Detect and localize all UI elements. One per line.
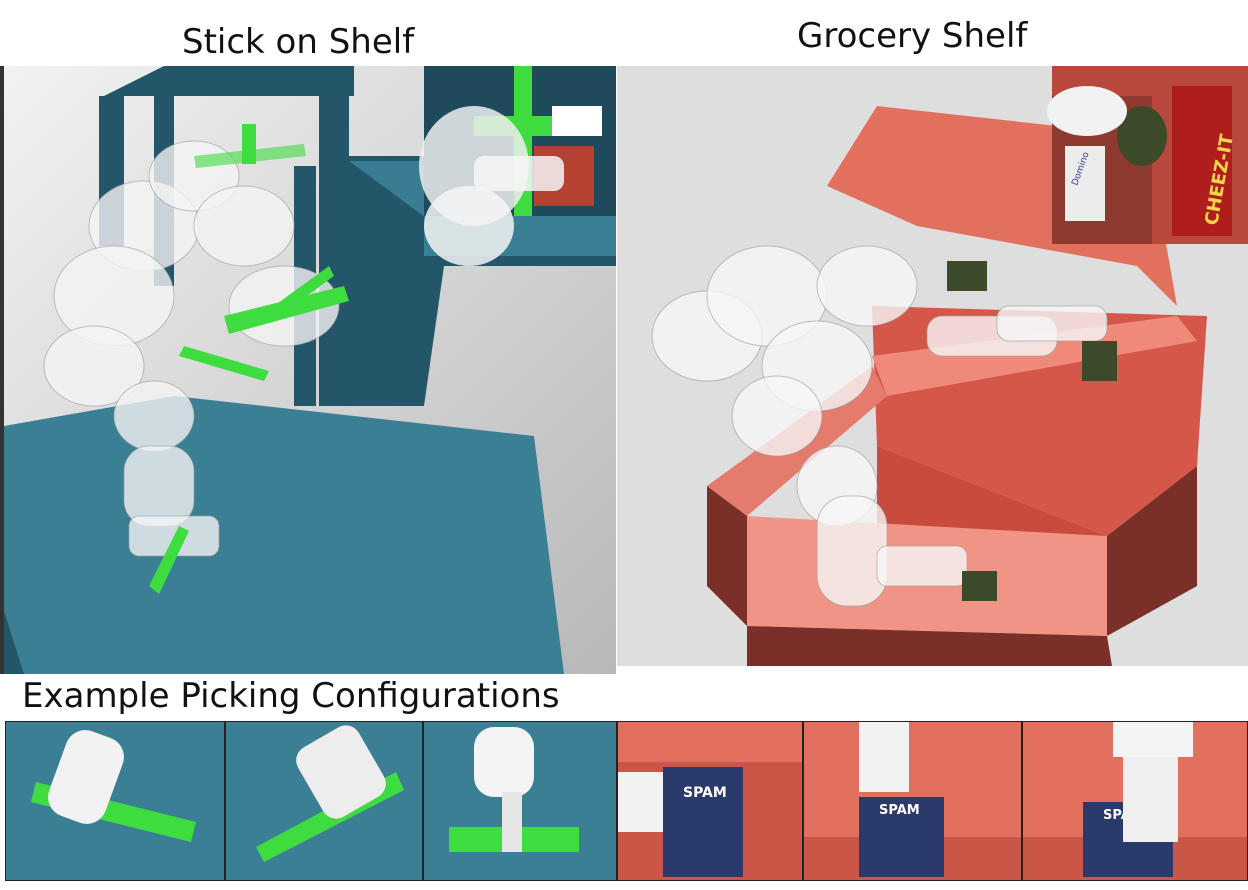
- stick-on-shelf-scene: [0, 66, 616, 674]
- table-edge: [4, 611, 24, 674]
- green-sticks: [149, 124, 349, 594]
- grocery-inset: CHEEZ-IT Domino: [1047, 66, 1248, 244]
- robot-arm-ghosts: [651, 245, 1108, 607]
- spam-label-1: SPAM: [683, 785, 727, 801]
- spam-label-2: SPAM: [879, 803, 920, 818]
- table-top: [4, 396, 564, 674]
- spam-cans: [947, 261, 1117, 601]
- title-grocery-shelf: Grocery Shelf: [797, 16, 1028, 56]
- stick-pick-config-2: [225, 721, 423, 881]
- grocery-shelf-scene: CHEEZ-IT Domino: [617, 66, 1248, 666]
- title-example-picking-configurations: Example Picking Configurations: [22, 676, 560, 716]
- grocery-pick-config-1: SPAM: [617, 721, 803, 881]
- inset-close-up: [419, 66, 616, 266]
- title-stick-on-shelf: Stick on Shelf: [182, 22, 415, 62]
- grocery-pick-config-2: SPAM: [803, 721, 1022, 881]
- grocery-pick-config-3: SPAM: [1022, 721, 1248, 881]
- stick-pick-config-1: [5, 721, 225, 881]
- stick-pick-config-3: [423, 721, 617, 881]
